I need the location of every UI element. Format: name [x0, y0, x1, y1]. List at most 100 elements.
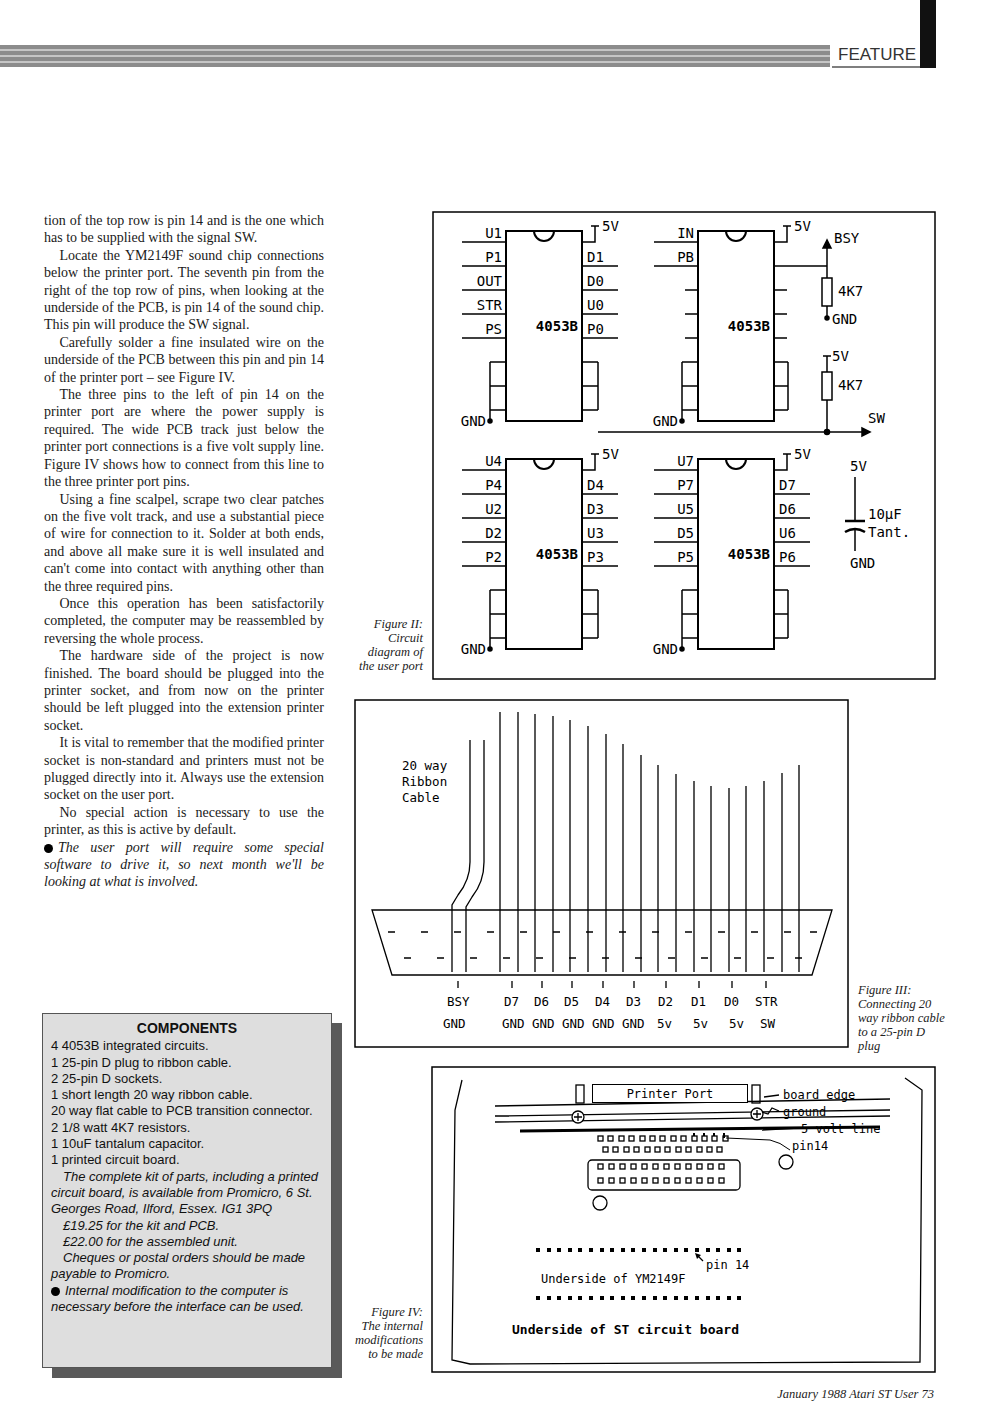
signal-label: P1	[485, 249, 502, 265]
article-paragraph: Carefully solder a fine insulated wire o…	[44, 334, 324, 386]
signal-label: pin 14	[706, 1257, 749, 1273]
bullet-dot	[51, 1287, 60, 1296]
circuit-diagram	[775, 362, 788, 410]
signal-label: U4	[485, 453, 502, 469]
pcb-figure	[706, 1248, 710, 1252]
pcb-figure	[712, 1136, 717, 1141]
pcb-figure	[695, 1296, 699, 1300]
circuit-diagram	[680, 647, 684, 651]
pcb-figure	[697, 1147, 702, 1152]
signal-label: GND	[562, 1016, 585, 1032]
header-bar	[832, 66, 920, 68]
circuit-diagram	[775, 226, 791, 242]
pcb-figure	[600, 1296, 604, 1300]
signal-label: P6	[779, 549, 796, 565]
signal-label: GND	[653, 413, 678, 429]
pcb-figure	[653, 1164, 658, 1169]
pcb-figure	[631, 1178, 636, 1183]
parts-item: 2 25-pin D sockets.	[51, 1071, 323, 1087]
circuit-diagram	[862, 428, 870, 436]
signal-label: U5	[677, 501, 694, 517]
chip-label: 4053B	[536, 318, 578, 334]
pcb-figure	[495, 1110, 890, 1122]
pcb-figure	[645, 1147, 650, 1152]
circuit-diagram	[845, 477, 865, 521]
pcb-figure	[536, 1296, 540, 1300]
header-bar	[0, 56, 830, 57]
signal-label: 4K7	[838, 283, 863, 299]
signal-label: STR	[477, 297, 502, 313]
pcb-figure	[655, 1147, 660, 1152]
note-row: Internal modification to the computer is…	[51, 1283, 323, 1316]
pcb-figure	[452, 1078, 922, 1364]
pcb-figure	[684, 1296, 688, 1300]
pcb-figure	[620, 1178, 625, 1183]
pcb-figure	[574, 1113, 582, 1121]
pcb-figure	[568, 1248, 572, 1252]
signal-label: P5	[677, 549, 694, 565]
pcb-figure	[764, 1095, 779, 1097]
signal-label: GND	[502, 1016, 525, 1032]
pcb-figure	[631, 1164, 636, 1169]
signal-label: Underside of YM2149F	[541, 1271, 686, 1287]
pcb-figure	[609, 1164, 614, 1169]
circuit-diagram	[598, 431, 862, 433]
article-paragraph: The three pins to the left of pin 14 on …	[44, 386, 324, 490]
circuit-diagram	[775, 266, 827, 338]
parts-item: 2 1/8 watt 4K7 resistors.	[51, 1120, 323, 1136]
ic-chip: 4053B	[697, 458, 775, 650]
pcb-figure	[717, 1147, 722, 1152]
pcb-figure	[719, 1178, 724, 1183]
circuit-diagram	[823, 356, 831, 432]
signal-label: U2	[485, 501, 502, 517]
supplier-note: £19.25 for the kit and PCB.	[51, 1218, 323, 1234]
article-paragraph: Once this operation has been satisfactor…	[44, 595, 324, 647]
article-paragraph: The hardware side of the project is now …	[44, 647, 324, 734]
signal-label: GND	[622, 1016, 645, 1032]
pcb-figure	[737, 1248, 741, 1252]
pcb-figure	[727, 1296, 731, 1300]
pcb-figure	[752, 1085, 760, 1103]
pcb-figure	[578, 1248, 582, 1252]
pcb-figure	[697, 1178, 702, 1183]
pcb-figure	[708, 1164, 713, 1169]
figure-caption: Figure III: Connecting 20 way ribbon cab…	[858, 983, 950, 1053]
pcb-figure	[697, 1164, 702, 1169]
ic-chip: 4053B	[505, 230, 583, 422]
signal-label: U7	[677, 453, 694, 469]
pcb-figure	[660, 1136, 665, 1141]
pcb-figure	[432, 1067, 935, 1372]
circuit-diagram	[682, 362, 697, 421]
note-text: Internal modification to the computer is…	[51, 1283, 304, 1314]
pcb-figure	[547, 1248, 551, 1252]
pcb-figure	[674, 1248, 678, 1252]
signal-label: SW	[868, 410, 885, 426]
pcb-figure	[568, 1296, 572, 1300]
signal-label: P2	[485, 549, 502, 565]
pcb-figure	[631, 1296, 635, 1300]
pcb-figure	[674, 1296, 678, 1300]
ribbon-cable-figure	[404, 957, 802, 958]
pcb-figure	[557, 1248, 561, 1252]
pcb-figure	[702, 1136, 707, 1141]
pcb-figure	[762, 1108, 779, 1114]
section-header: FEATURE	[838, 44, 916, 66]
signal-label: ground	[783, 1104, 826, 1120]
parts-item: 20 way flat cable to PCB transition conn…	[51, 1103, 323, 1119]
pcb-figure	[726, 1138, 790, 1150]
header-bar	[0, 0, 936, 68]
circuit-diagram	[775, 590, 788, 638]
signal-label: U6	[779, 525, 796, 541]
pcb-figure	[727, 1248, 731, 1252]
connector-box: Printer Port	[592, 1084, 748, 1103]
pcb-figure	[578, 1296, 582, 1300]
circuit-diagram	[583, 362, 598, 410]
pcb-figure	[686, 1147, 691, 1152]
figure-caption: Figure II: Circuit diagram of the user p…	[359, 617, 423, 673]
pcb-figure	[684, 1248, 688, 1252]
chip-label: 4053B	[536, 546, 578, 562]
signal-label: D5	[564, 994, 579, 1010]
signal-label: D4	[587, 477, 604, 493]
signal-label: U0	[587, 297, 604, 313]
